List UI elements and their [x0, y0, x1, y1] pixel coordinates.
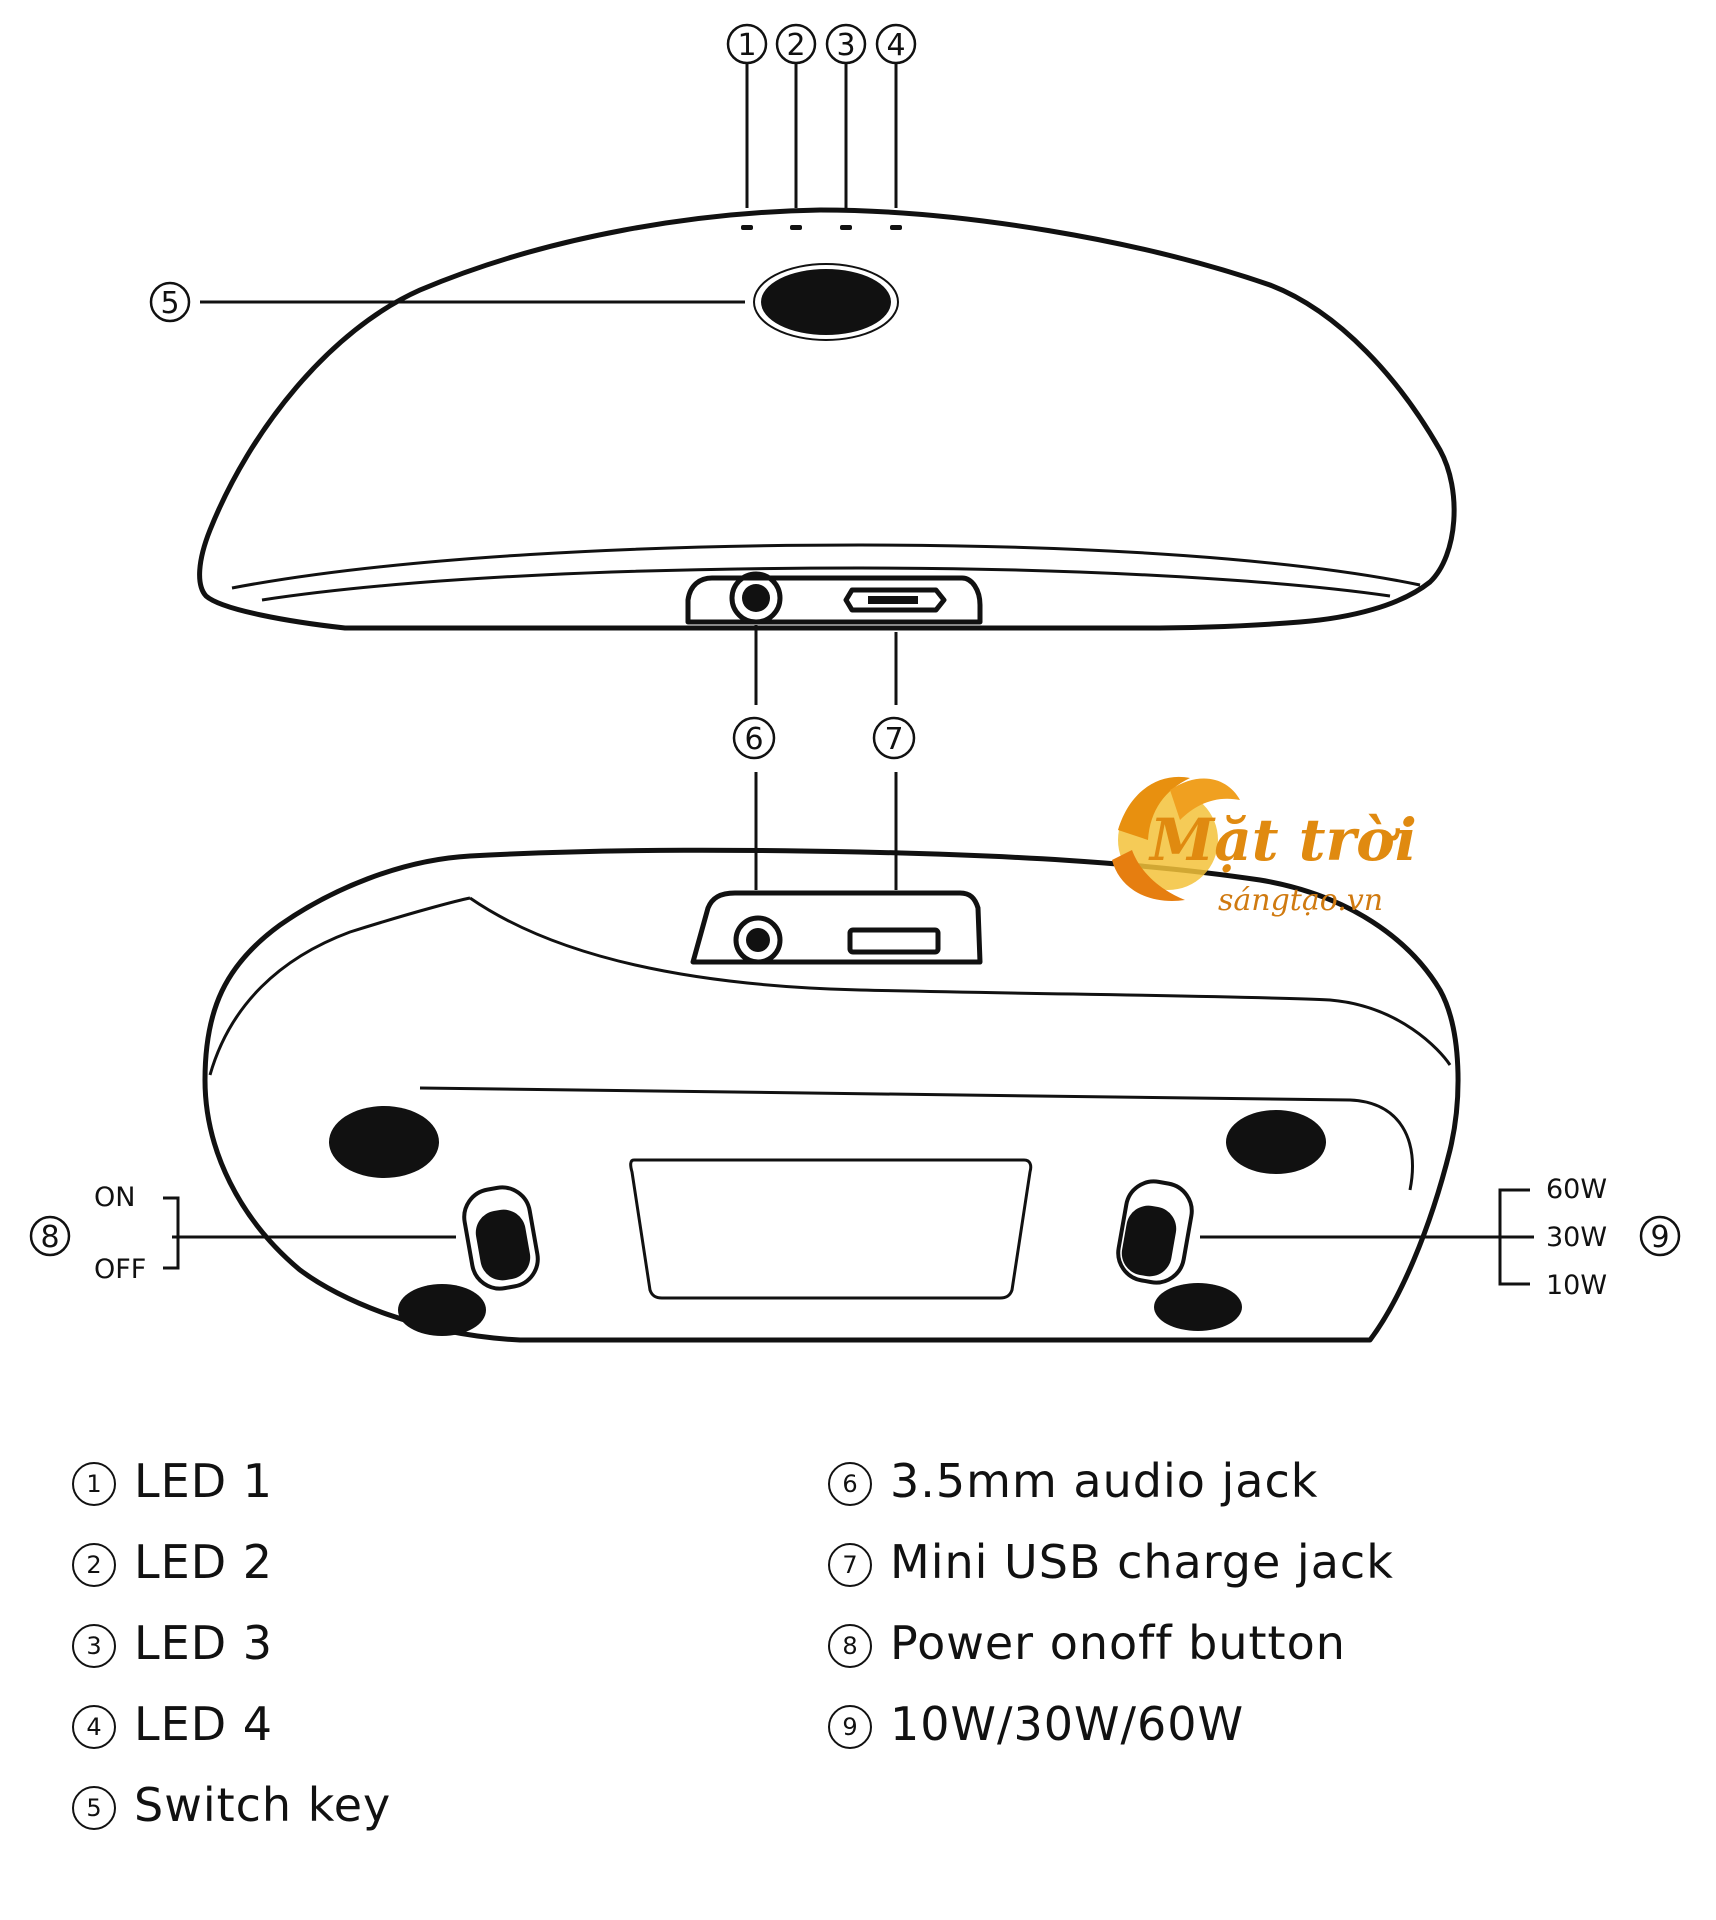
label-30w: 30W: [1546, 1222, 1607, 1253]
svg-text:4: 4: [886, 28, 905, 63]
legend-number: 5: [72, 1785, 116, 1830]
label-10w: 10W: [1546, 1270, 1607, 1301]
svg-text:1: 1: [737, 28, 756, 63]
power-onoff-switch: [475, 1209, 531, 1281]
legend-number: 7: [828, 1542, 872, 1587]
watermark-logo: Mặt trời sángtạo.vn: [1112, 776, 1417, 918]
svg-text:8: 8: [40, 1220, 59, 1255]
legend-number: 8: [828, 1623, 872, 1668]
foot-top-left: [329, 1106, 439, 1178]
legend-item: 1 LED 1: [72, 1440, 391, 1521]
legend-number: 4: [72, 1704, 116, 1749]
label-60w: 60W: [1546, 1174, 1607, 1205]
legend-label: LED 3: [134, 1615, 274, 1670]
bottom-port-panel: [690, 890, 983, 965]
svg-text:6: 6: [744, 722, 763, 757]
top-port-panel: [685, 575, 983, 625]
device-bottom-view: [163, 847, 1534, 1343]
svg-text:2: 2: [786, 28, 805, 63]
watermark-text: Mặt trời: [1148, 806, 1417, 874]
svg-text:3: 3: [836, 28, 855, 63]
foot-bottom-left: [398, 1284, 486, 1336]
foot-bottom-right: [1154, 1283, 1242, 1331]
callout-9: 9: [1639, 1215, 1681, 1257]
led-2-dot: [790, 225, 802, 230]
led-4-dot: [890, 225, 902, 230]
legend-label: Power onoff button: [890, 1615, 1346, 1670]
callout-8: 8: [29, 1215, 71, 1257]
foot-top-right: [1226, 1110, 1326, 1174]
svg-text:9: 9: [1650, 1220, 1669, 1255]
legend-number: 9: [828, 1704, 872, 1749]
label-on: ON: [94, 1182, 135, 1213]
label-plate: [629, 1158, 1033, 1300]
legend-label: LED 2: [134, 1534, 274, 1589]
label-off: OFF: [94, 1254, 146, 1285]
legend-item: 5 Switch key: [72, 1764, 391, 1845]
legend-item: 8 Power onoff button: [828, 1602, 1394, 1683]
legend-label: LED 4: [134, 1696, 274, 1751]
legend-item: 2 LED 2: [72, 1521, 391, 1602]
svg-text:7: 7: [884, 722, 903, 757]
legend-number: 1: [72, 1461, 116, 1506]
legend-label: LED 1: [134, 1453, 274, 1508]
legend-item: 3 LED 3: [72, 1602, 391, 1683]
callout-2: 2: [775, 23, 817, 65]
led-3-dot: [840, 225, 852, 230]
callout-1: 1: [726, 23, 768, 65]
legend-number: 3: [72, 1623, 116, 1668]
legend-label: 10W/30W/60W: [890, 1696, 1245, 1751]
power-level-switch: [1121, 1205, 1177, 1277]
legend-number: 2: [72, 1542, 116, 1587]
legend-item: 7 Mini USB charge jack: [828, 1521, 1394, 1602]
led-1-dot: [741, 225, 753, 230]
legend-item: 9 10W/30W/60W: [828, 1683, 1394, 1764]
legend-item: 6 3.5mm audio jack: [828, 1440, 1394, 1521]
watermark-subtext: sángtạo.vn: [1218, 883, 1383, 918]
callout-5: 5: [149, 281, 191, 323]
callout-4: 4: [875, 23, 917, 65]
callout-7: 7: [872, 716, 916, 760]
legend-item: 4 LED 4: [72, 1683, 391, 1764]
switch-key: [761, 269, 891, 335]
legend-left-column: 1 LED 1 2 LED 2 3 LED 3 4 LED 4 5 Switch key: [72, 1440, 391, 1845]
legend-label: 3.5mm audio jack: [890, 1453, 1319, 1508]
callout-3: 3: [825, 23, 867, 65]
svg-text:5: 5: [160, 286, 179, 321]
device-top-view: [197, 62, 1457, 890]
legend-label: Mini USB charge jack: [890, 1534, 1394, 1589]
callout-6: 6: [732, 716, 776, 760]
legend-label: Switch key: [134, 1777, 392, 1832]
legend-number: 6: [828, 1461, 872, 1506]
